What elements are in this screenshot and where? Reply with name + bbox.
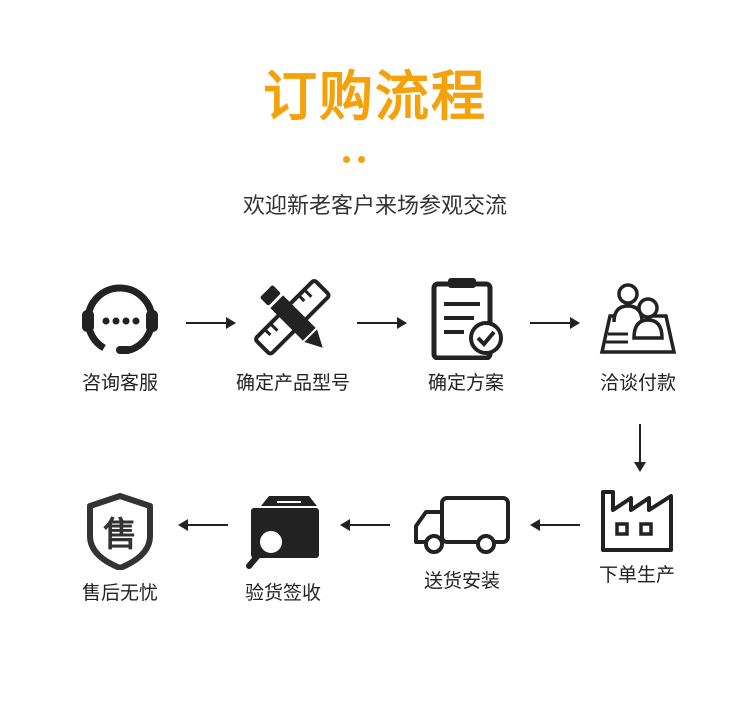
arrow-left-icon: [340, 519, 390, 531]
arrow-right-icon: [357, 317, 407, 329]
step-after-sale: 售 售后无忧: [40, 492, 200, 605]
step-label: 确定方案: [427, 372, 504, 394]
arrow-left-icon: [178, 519, 228, 531]
step-negotiate-payment: 洽谈付款: [558, 276, 718, 395]
step-consult: 咨询客服: [40, 276, 200, 395]
step-label: 送货安装: [423, 570, 500, 592]
step-inspect-sign: 验货签收: [203, 492, 363, 605]
meeting-people-icon: [599, 283, 677, 354]
step-production: 下单生产: [557, 488, 717, 587]
title-dots-divider: [343, 148, 373, 163]
step-label: 确定产品型号: [235, 372, 350, 394]
arrow-left-icon: [530, 519, 580, 531]
step-confirm-model: 确定产品型号: [213, 276, 373, 395]
pencil-ruler-icon: [254, 279, 331, 356]
shield-char: 售: [103, 515, 137, 555]
subtitle: 欢迎新老客户来场参观交流: [242, 194, 507, 219]
box-inspect-icon: [246, 496, 319, 569]
truck-icon: [414, 496, 510, 554]
step-label: 咨询客服: [81, 372, 158, 394]
arrow-right-icon: [530, 317, 580, 329]
headset-icon: [82, 284, 158, 354]
step-label: 洽谈付款: [599, 372, 676, 394]
step-label: 下单生产: [598, 564, 675, 586]
step-label: 验货签收: [244, 582, 321, 604]
factory-icon: [601, 490, 673, 552]
step-confirm-plan: 确定方案: [386, 276, 546, 395]
step-delivery: 送货安装: [382, 492, 542, 593]
page-title: 订购流程: [263, 65, 487, 128]
step-label: 售后无忧: [81, 582, 158, 604]
clipboard-check-icon: [431, 278, 503, 360]
arrow-down-icon: [634, 424, 646, 472]
arrow-right-icon: [186, 317, 236, 329]
after-sale-shield-icon: 售: [87, 493, 153, 570]
